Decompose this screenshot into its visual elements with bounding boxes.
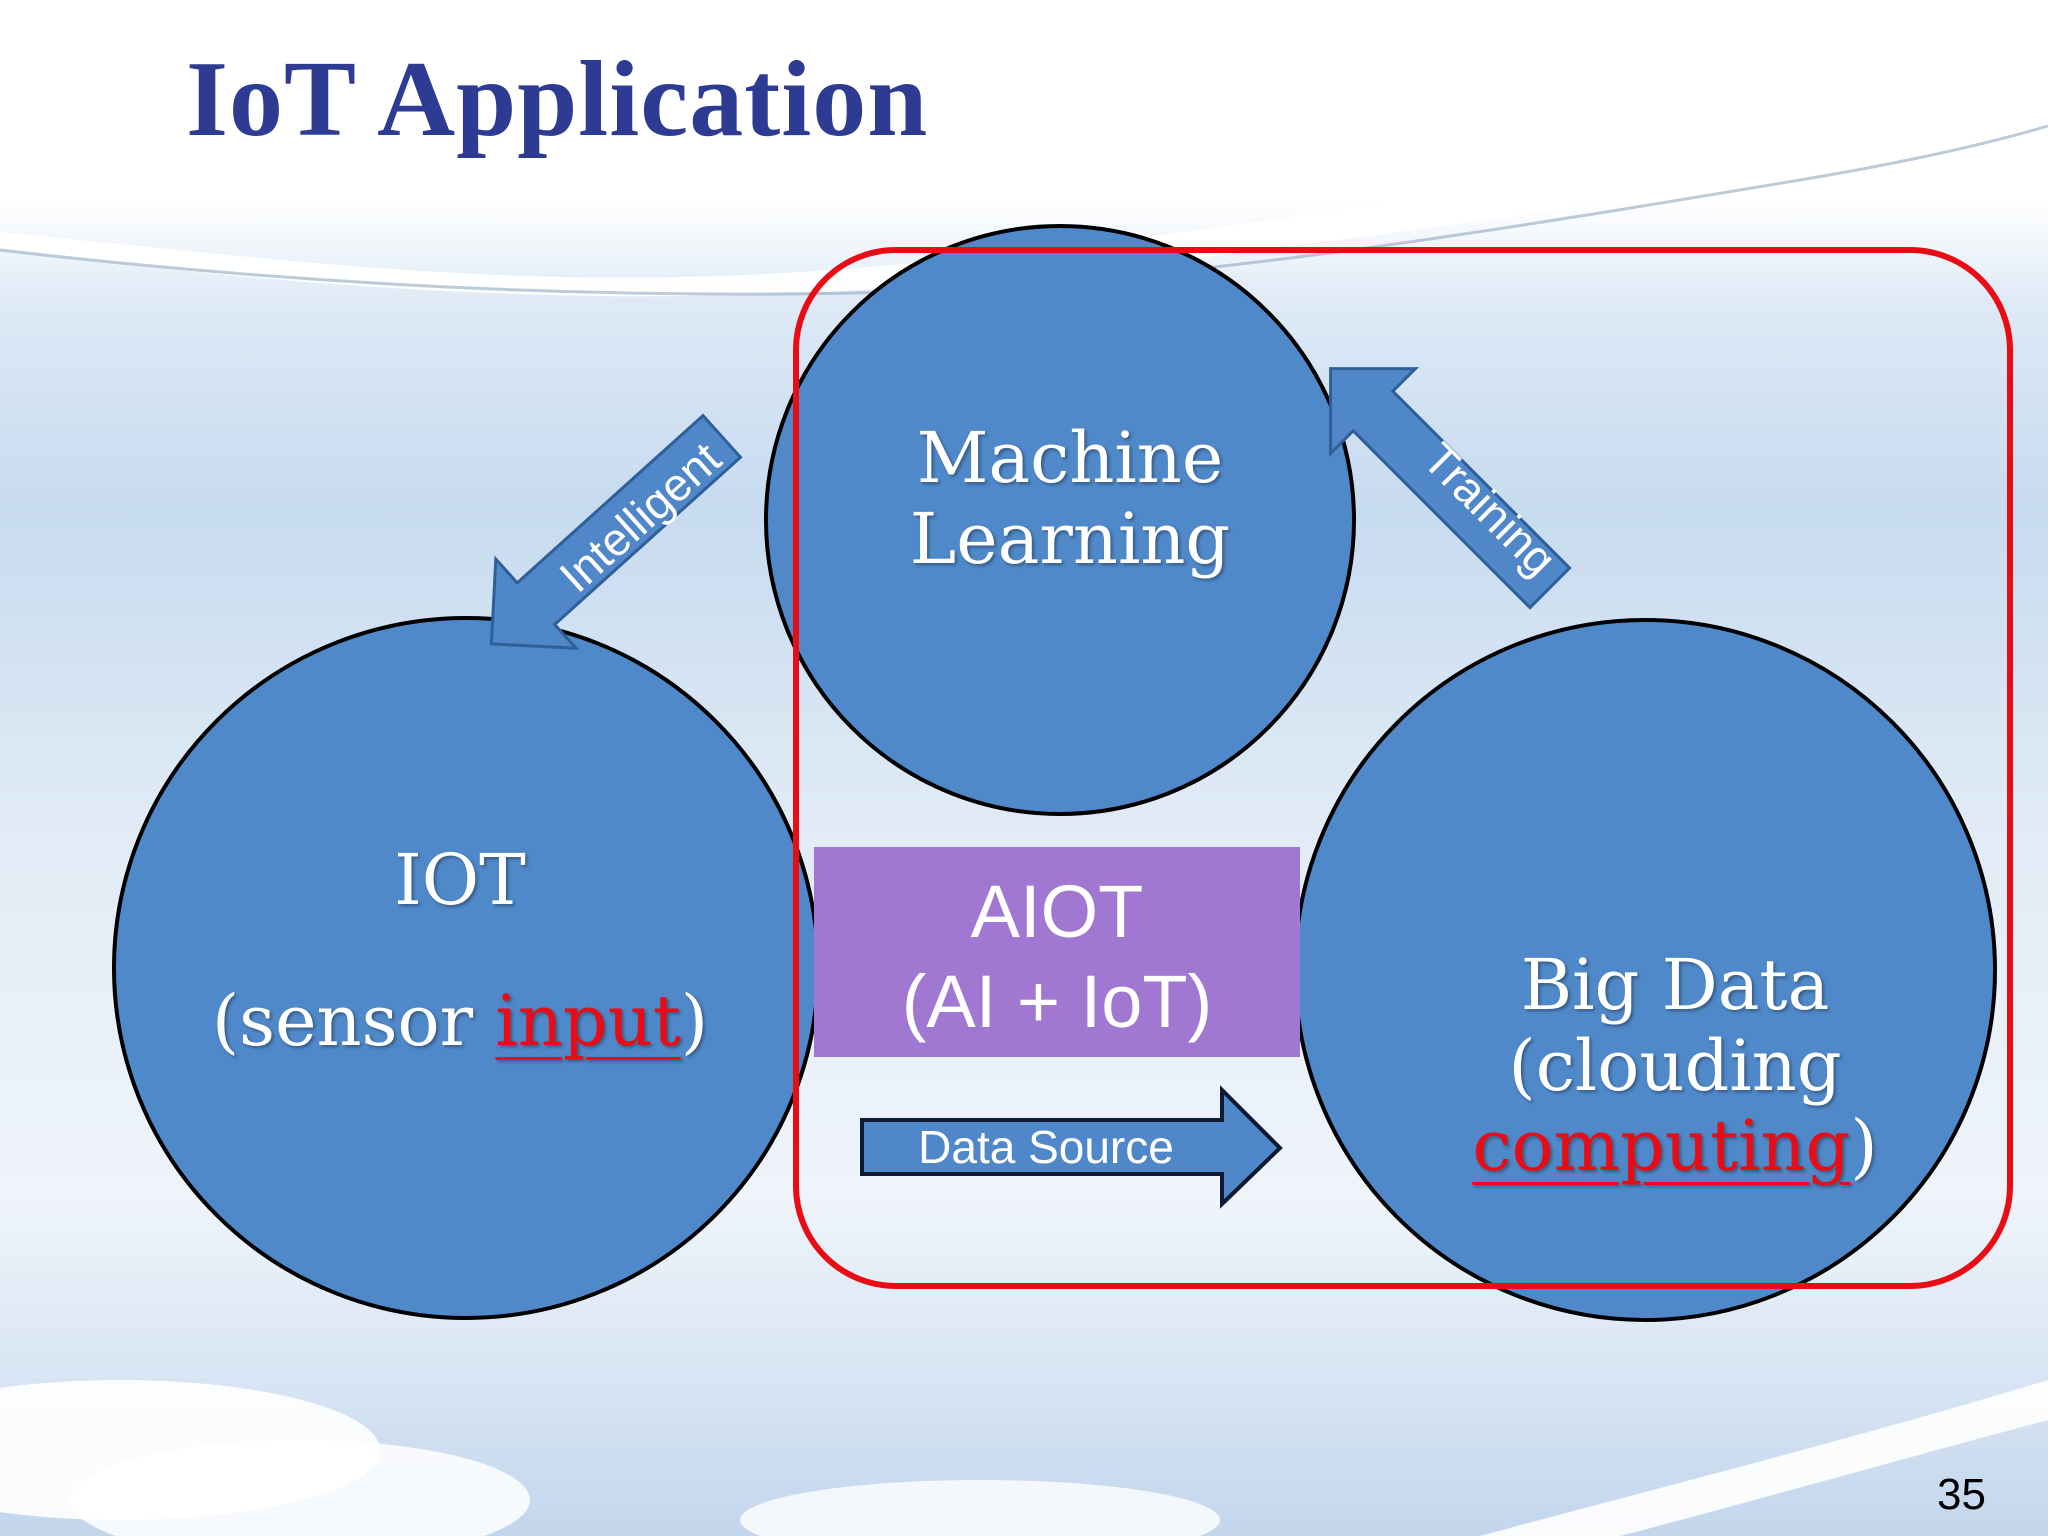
big-data-line1: Big Data (1520, 944, 1830, 1026)
aiot-line2: (AI + IoT) (901, 960, 1213, 1043)
machine-learning-circle (764, 224, 1356, 816)
training-arrow (1329, 367, 1572, 610)
slide-title: IoT Application (186, 40, 929, 159)
iot-open-paren: ( (211, 979, 240, 1062)
big-data-label: Big Data (clouding computing) (1375, 945, 1975, 1187)
iot-input-highlight: input (495, 979, 681, 1062)
big-data-close-paren: ) (1850, 1105, 1878, 1187)
iot-close-paren: ) (680, 979, 709, 1062)
big-data-computing-highlight: computing (1472, 1105, 1851, 1187)
cloud (70, 1440, 530, 1536)
aiot-highlight-frame (793, 247, 2013, 1289)
aiot-box: AIOT (AI + IoT) (814, 847, 1300, 1057)
big-data-line2: (clouding (1508, 1024, 1842, 1107)
machine-learning-label: Machine Learning (770, 418, 1370, 579)
machine-learning-line1: Machine (916, 417, 1224, 499)
intelligent-arrow (489, 413, 743, 650)
iot-label: IOT (sensor input) (180, 840, 740, 1061)
data-source-arrow-label: Data Source (918, 1121, 1174, 1173)
iot-name: IOT (394, 839, 526, 921)
data-source-arrow (860, 1085, 1283, 1209)
machine-learning-line2: Learning (909, 497, 1231, 580)
page-number: 35 (1937, 1470, 1986, 1519)
cloud (740, 1480, 1220, 1536)
iot-sensor-text: sensor (239, 979, 496, 1062)
aiot-line1: AIOT (970, 870, 1144, 953)
